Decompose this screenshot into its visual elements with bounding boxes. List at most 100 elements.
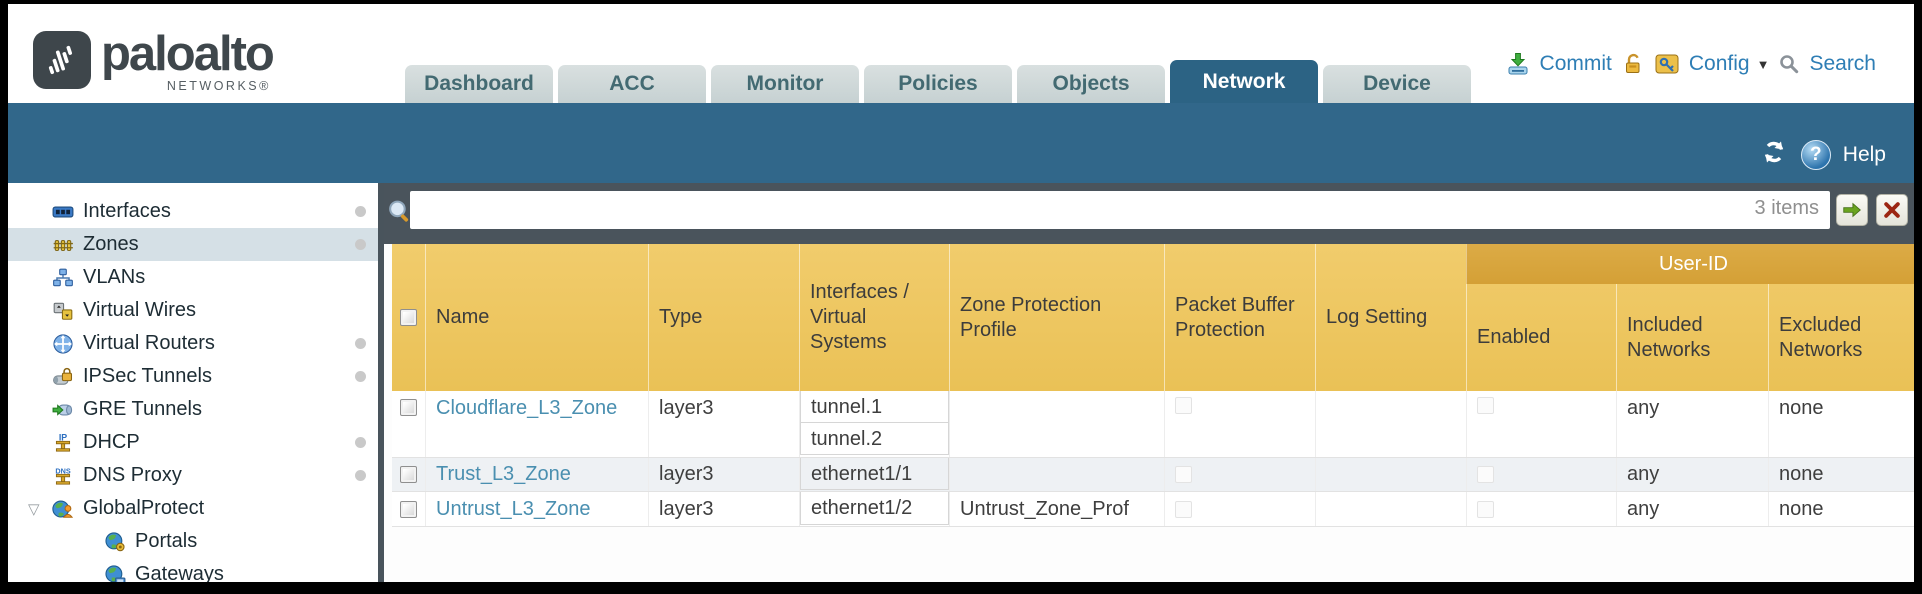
column-header-included-networks[interactable]: Included Networks: [1616, 284, 1768, 391]
table-row: Untrust_L3_Zone layer3 ethernet1/2 Untru…: [392, 492, 1914, 527]
interfaces-cell: ethernet1/1: [799, 458, 949, 491]
sidebar-item-label: DHCP: [83, 431, 140, 453]
header-tools: Commit Config ▼: [1505, 51, 1876, 77]
tab-acc[interactable]: ACC: [558, 65, 706, 103]
sidebar-item-portals[interactable]: Portals: [8, 525, 378, 558]
column-header-type[interactable]: Type: [648, 244, 799, 391]
status-dot: [355, 338, 366, 349]
main-nav-tabs: Dashboard ACC Monitor Policies Objects N…: [405, 60, 1471, 103]
help-icon[interactable]: ?: [1800, 139, 1831, 170]
sidebar-item-label: GRE Tunnels: [83, 398, 202, 420]
filter-input[interactable]: [410, 191, 1830, 229]
interfaces-icon: [52, 201, 74, 223]
paloalto-logo: paloalto NETWORKS®: [33, 27, 275, 93]
svg-text:IP: IP: [59, 432, 67, 442]
help-label[interactable]: Help: [1842, 142, 1886, 166]
sidebar-item-zones[interactable]: Zones: [8, 228, 378, 261]
interfaces-cell: ethernet1/2: [799, 492, 949, 526]
virtual-routers-icon: [52, 333, 74, 355]
network-sidebar: Interfaces Zones VLANs Virtual Wires: [8, 183, 378, 582]
sidebar-divider: [378, 183, 384, 582]
sidebar-item-virtual-wires[interactable]: Virtual Wires: [8, 294, 378, 327]
tab-dashboard[interactable]: Dashboard: [405, 65, 553, 103]
sidebar-item-gre-tunnels[interactable]: GRE Tunnels: [8, 393, 378, 426]
zone-protection-cell: [949, 391, 1164, 457]
config-icon[interactable]: [1654, 51, 1680, 77]
vlans-icon: [52, 267, 74, 289]
table-header: Name Type Interfaces / Virtual Systems Z…: [392, 244, 1914, 391]
sidebar-item-dhcp[interactable]: IP DHCP: [8, 426, 378, 459]
zone-protection-cell: [949, 458, 1164, 491]
pulse-icon: [48, 45, 73, 75]
search-button[interactable]: Search: [1809, 52, 1876, 75]
tab-network[interactable]: Network: [1170, 60, 1318, 103]
row-checkbox[interactable]: [400, 466, 417, 483]
packet-buffer-checkbox: [1175, 466, 1192, 483]
excluded-networks-cell: none: [1768, 492, 1914, 526]
zone-type-cell: layer3: [648, 391, 799, 457]
column-header-zone-protection[interactable]: Zone Protection Profile: [949, 244, 1164, 391]
packet-buffer-checkbox: [1175, 397, 1192, 414]
interface-value: ethernet1/1: [800, 458, 949, 490]
zone-name-link[interactable]: Untrust_L3_Zone: [436, 497, 591, 520]
status-dot: [355, 371, 366, 382]
lock-icon[interactable]: [1621, 52, 1645, 76]
sidebar-item-interfaces[interactable]: Interfaces: [8, 195, 378, 228]
paloalto-logo-icon: [33, 31, 91, 89]
status-dot: [355, 206, 366, 217]
included-networks-cell: any: [1616, 492, 1768, 526]
sidebar-item-vlans[interactable]: VLANs: [8, 261, 378, 294]
status-dot: [355, 437, 366, 448]
sidebar-item-label: GlobalProtect: [83, 497, 205, 519]
sidebar-item-label: DNS Proxy: [83, 464, 182, 486]
sidebar-item-virtual-routers[interactable]: Virtual Routers: [8, 327, 378, 360]
group-header-user-id: User-ID: [1466, 244, 1914, 284]
column-header-enabled[interactable]: Enabled: [1466, 284, 1616, 391]
gre-tunnels-icon: [52, 399, 74, 421]
panos-web-ui: paloalto NETWORKS® Dashboard ACC Monitor…: [8, 4, 1914, 582]
commit-icon[interactable]: [1505, 51, 1531, 77]
dhcp-icon: IP: [52, 432, 74, 454]
interface-value: tunnel.2: [800, 422, 949, 455]
tab-policies[interactable]: Policies: [864, 65, 1012, 103]
column-header-interfaces[interactable]: Interfaces / Virtual Systems: [799, 244, 949, 391]
sidebar-item-dns-proxy[interactable]: DNS DNS Proxy: [8, 459, 378, 492]
expand-triangle-icon[interactable]: ▽: [28, 501, 40, 518]
status-dot: [355, 239, 366, 250]
column-header-log-setting[interactable]: Log Setting: [1315, 244, 1466, 391]
sidebar-item-label: VLANs: [83, 266, 146, 288]
config-menu[interactable]: Config: [1688, 52, 1750, 75]
brand-name: paloalto: [101, 27, 275, 81]
excluded-networks-cell: none: [1768, 458, 1914, 491]
row-checkbox[interactable]: [400, 500, 417, 518]
apply-filter-button[interactable]: [1836, 194, 1868, 226]
sidebar-item-ipsec-tunnels[interactable]: IPSec Tunnels: [8, 360, 378, 393]
sidebar-item-label: Gateways: [135, 563, 224, 582]
zone-name-link[interactable]: Cloudflare_L3_Zone: [436, 397, 618, 419]
log-setting-cell: [1315, 391, 1466, 457]
tab-objects[interactable]: Objects: [1017, 65, 1165, 103]
user-id-enabled-checkbox: [1477, 500, 1494, 518]
search-icon[interactable]: [1778, 53, 1800, 75]
tab-monitor[interactable]: Monitor: [711, 65, 859, 103]
included-networks-cell: any: [1616, 391, 1768, 457]
sidebar-item-globalprotect[interactable]: ▽ GlobalProtect: [8, 492, 378, 525]
row-checkbox[interactable]: [400, 399, 417, 416]
clear-filter-button[interactable]: [1876, 194, 1908, 226]
zone-protection-cell: Untrust_Zone_Prof: [949, 492, 1164, 526]
zone-name-link[interactable]: Trust_L3_Zone: [436, 463, 571, 485]
column-header-packet-buffer[interactable]: Packet Buffer Protection: [1164, 244, 1315, 391]
teal-band: ? Help: [8, 103, 1914, 183]
column-header-excluded-networks[interactable]: Excluded Networks: [1768, 284, 1914, 391]
brand-subtitle: NETWORKS®: [166, 79, 271, 93]
sidebar-item-gateways[interactable]: Gateways: [8, 558, 378, 582]
refresh-icon[interactable]: [1759, 137, 1789, 172]
commit-button[interactable]: Commit: [1539, 52, 1612, 75]
excluded-networks-cell: none: [1768, 391, 1914, 457]
chevron-down-icon[interactable]: ▼: [1756, 56, 1770, 72]
column-header-name[interactable]: Name: [425, 244, 648, 391]
filter-bar: 3 items: [384, 183, 1914, 244]
select-all-checkbox[interactable]: [400, 309, 417, 326]
tab-device[interactable]: Device: [1323, 65, 1471, 103]
